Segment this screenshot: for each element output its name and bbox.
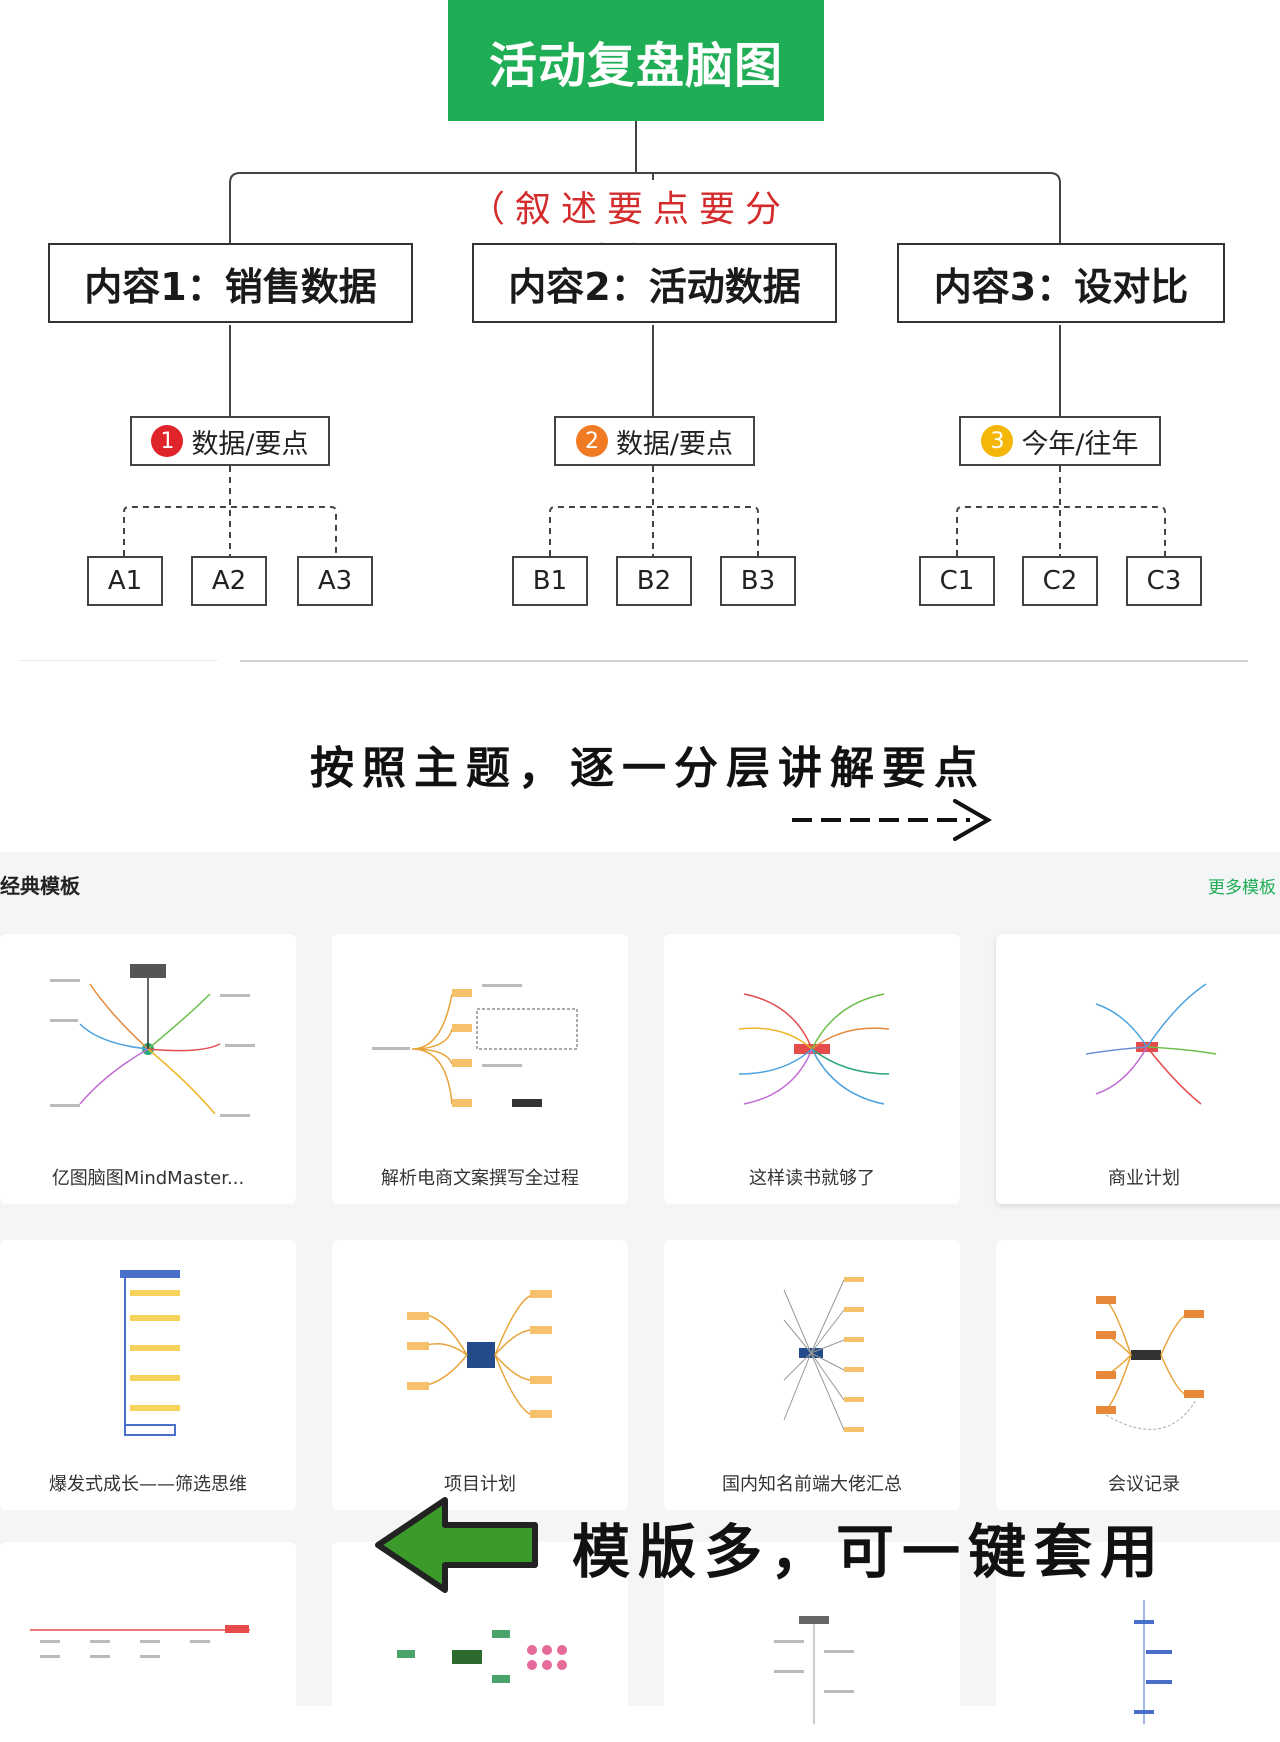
branch-1-sub-node: 1 数据/要点 (130, 416, 330, 466)
template-thumbnail (120, 1270, 180, 1436)
template-card[interactable]: 亿图脑图MindMaster... (0, 934, 296, 1204)
more-templates-link[interactable]: 更多模板 (1208, 878, 1276, 898)
diagram-root-node: 活动复盘脑图 (448, 0, 824, 121)
template-card-label: 会议记录 (1108, 1474, 1180, 1495)
branch-2-sub-label: 数据/要点 (615, 428, 734, 460)
diagram-connectors (123, 121, 1166, 556)
green-arrow-icon (375, 1497, 538, 1593)
divider (240, 660, 1248, 662)
dashed-arrow-icon (792, 799, 993, 841)
leaf-b1: B1 (512, 556, 588, 606)
template-thumbnail (1096, 1296, 1204, 1430)
leaf-c3: C3 (1126, 556, 1202, 606)
branch-2-sub-node: 2 数据/要点 (554, 416, 755, 466)
leaf-a3: A3 (297, 556, 373, 606)
template-card-label: 爆发式成长——筛选思维 (49, 1474, 247, 1495)
number-badge-3: 3 (981, 425, 1014, 457)
annotation-caption-bottom: 模版多，可一键套用 (572, 1518, 1167, 1586)
template-card[interactable] (0, 1542, 296, 1706)
leaf-a1: A1 (87, 556, 163, 606)
template-thumbnail (774, 1616, 854, 1724)
number-badge-1: 1 (151, 425, 184, 457)
template-thumbnail (50, 964, 255, 1117)
template-card-label: 解析电商文案撰写全过程 (381, 1168, 579, 1189)
template-card-label: 这样读书就够了 (749, 1168, 875, 1189)
template-card-label: 亿图脑图MindMaster... (51, 1168, 245, 1189)
template-card[interactable]: 项目计划 (332, 1240, 628, 1510)
branch-1-sub-label: 数据/要点 (191, 428, 309, 460)
template-card[interactable]: 会议记录 (996, 1240, 1280, 1510)
template-card[interactable]: 国内知名前端大佬汇总 (664, 1240, 960, 1510)
template-thumbnail (738, 993, 890, 1105)
number-badge-2: 2 (575, 425, 608, 457)
template-thumbnail (1085, 983, 1217, 1105)
template-card-label: 项目计划 (444, 1474, 516, 1495)
section-title: 经典模板 (0, 874, 80, 898)
mindmap-diagram: 活动复盘脑图 （叙述要点要分类） 内容1：销售数据 1 数据/要点 A1 A2 … (0, 0, 1280, 850)
leaf-b3: B3 (720, 556, 796, 606)
template-card[interactable]: 这样读书就够了 (664, 934, 960, 1204)
branch-3-sub-node: 3 今年/往年 (959, 416, 1161, 466)
template-card[interactable]: 商业计划 (996, 934, 1280, 1204)
template-thumbnail (1134, 1600, 1172, 1724)
template-card[interactable] (664, 1542, 960, 1724)
template-card[interactable]: 爆发式成长——筛选思维 (0, 1240, 296, 1510)
template-card-label: 国内知名前端大佬汇总 (722, 1474, 902, 1495)
branch-3-sub-label: 今年/往年 (1021, 428, 1139, 460)
template-thumbnail (783, 1277, 864, 1432)
leaf-a2: A2 (191, 556, 267, 606)
template-thumbnail (397, 1630, 567, 1683)
template-card[interactable] (996, 1542, 1280, 1724)
branch-3-title: 内容3：设对比 (897, 243, 1225, 323)
template-card-label: 商业计划 (1108, 1168, 1180, 1189)
template-card[interactable]: 解析电商文案撰写全过程 (332, 934, 628, 1204)
leaf-c1: C1 (919, 556, 995, 606)
leaf-b2: B2 (616, 556, 692, 606)
divider-left (18, 660, 218, 661)
branch-2-title: 内容2：活动数据 (472, 243, 837, 323)
template-card[interactable] (332, 1542, 628, 1706)
template-thumbnail (30, 1625, 250, 1658)
branch-1-title: 内容1：销售数据 (48, 243, 413, 323)
annotation-caption-top: 按照主题，逐一分层讲解要点 (310, 743, 986, 794)
template-thumbnail (407, 1290, 552, 1418)
leaf-c2: C2 (1022, 556, 1098, 606)
template-thumbnail (372, 984, 578, 1107)
